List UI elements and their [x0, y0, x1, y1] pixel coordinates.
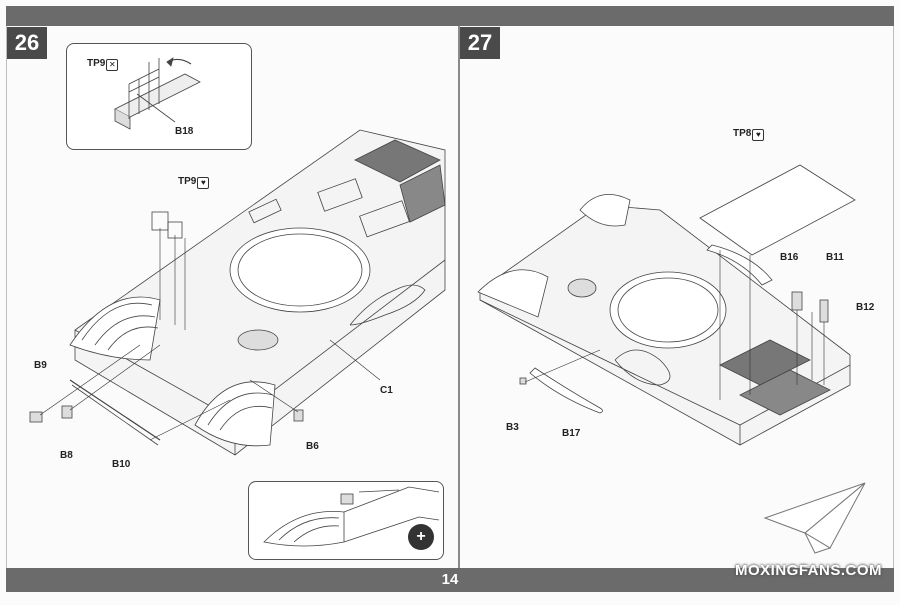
label-b12: B12: [856, 302, 875, 313]
label-b9: B9: [34, 360, 47, 371]
label-c1: C1: [380, 385, 393, 396]
label-b10: B10: [112, 459, 131, 470]
page-number: 14: [441, 571, 459, 588]
label-b17: B17: [562, 428, 581, 439]
label-tp8: TP8♥: [733, 128, 765, 141]
crossed-parts-icon: ✕: [106, 59, 119, 71]
label-b16: B16: [780, 252, 799, 263]
watermark-text: MOXINGFANS.COM: [735, 562, 883, 579]
bottom-bar: 14: [6, 568, 894, 592]
detail-inset-zoom: [248, 481, 444, 560]
step-number-26: 26: [7, 27, 47, 59]
label-b3: B3: [506, 422, 519, 433]
detail-inset-b18: TP9✕ B18: [66, 43, 252, 150]
inset-zoom-drawing: [263, 486, 440, 547]
label-b8: B8: [60, 450, 73, 461]
label-tp9: TP9♥: [178, 176, 210, 189]
page-edge-right: [893, 26, 894, 568]
label-b11: B11: [826, 252, 844, 263]
label-b6: B6: [306, 441, 319, 452]
inset-label-b18: B18: [175, 126, 194, 137]
inset-b18-drawing: [114, 57, 201, 130]
page-edge-left: [6, 26, 7, 568]
zoom-in-icon: +: [408, 524, 434, 550]
paper-plane-logo-icon: [763, 482, 866, 554]
glue-icon: ♥: [752, 129, 765, 141]
inset-label-tp9: TP9✕: [87, 58, 119, 71]
glue-icon: ♥: [197, 177, 210, 189]
center-divider: [458, 26, 460, 568]
top-bar: [6, 6, 894, 26]
step-number-27: 27: [460, 27, 500, 59]
